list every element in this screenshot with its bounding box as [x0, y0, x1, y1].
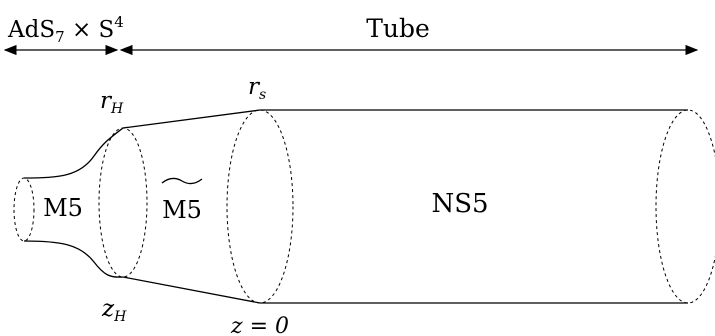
- m5-upper-boundary: [23, 127, 124, 179]
- ads7-s4-label: AdS7 × S4: [7, 13, 124, 46]
- m5tilde-lower-boundary: [122, 276, 261, 304]
- z-h-label: zH: [101, 296, 127, 325]
- tilde-icon: [161, 177, 203, 185]
- z0-ellipse: [226, 109, 294, 304]
- tube-end-cap: [655, 109, 715, 304]
- z0-label: z = 0: [230, 314, 289, 336]
- r-s-label: rs: [248, 74, 266, 103]
- m5-end-cap: [13, 177, 35, 242]
- tube-label: Tube: [366, 14, 430, 43]
- m5-label: M5: [43, 194, 83, 222]
- horizon-ellipse: [98, 127, 148, 278]
- m5-lower-boundary: [23, 240, 124, 278]
- ns5-label: NS5: [431, 189, 488, 219]
- m5tilde-upper-boundary: [122, 109, 261, 129]
- r-h-label: rH: [100, 88, 124, 117]
- m5-tilde-label: M5: [162, 196, 202, 224]
